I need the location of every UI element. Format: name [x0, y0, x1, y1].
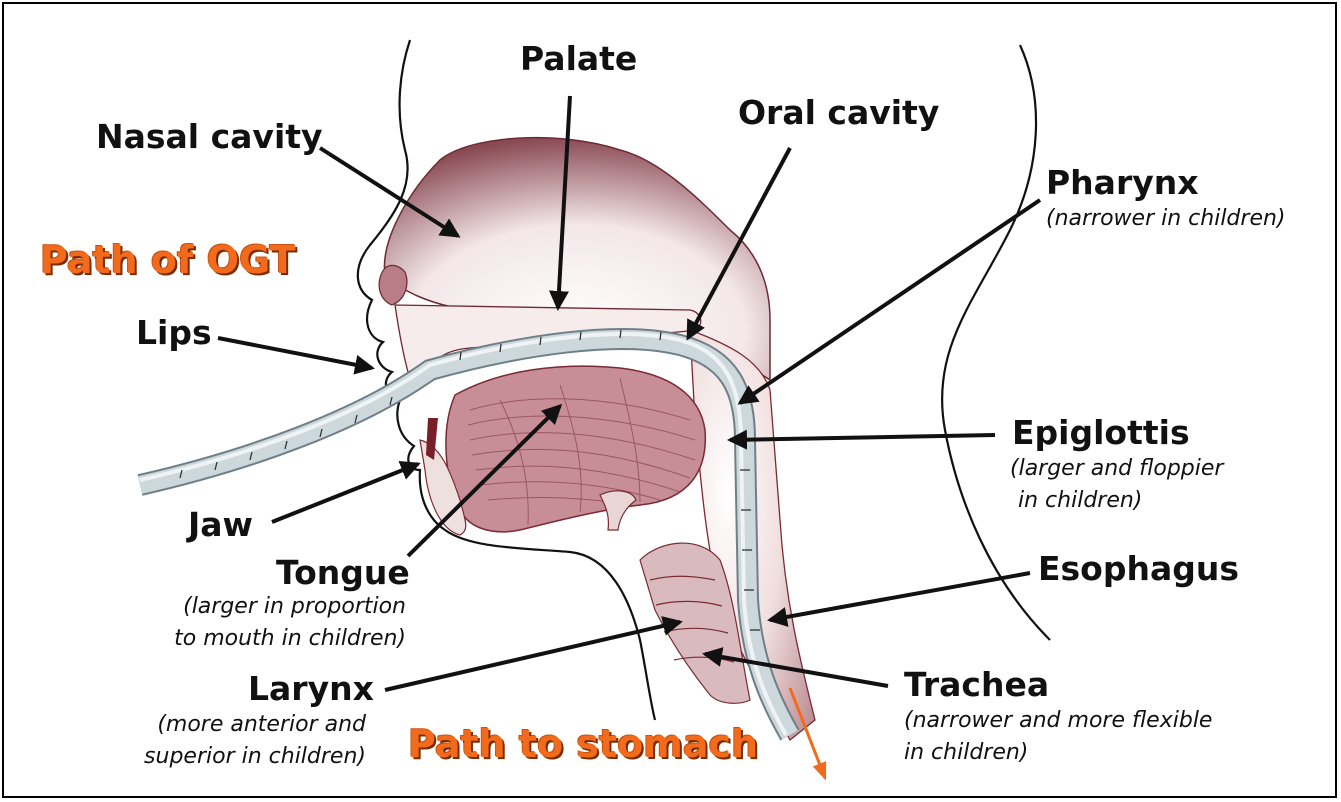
- tongue-muscle: [446, 366, 705, 532]
- tongue-note-line-1: (larger in proportion: [150, 592, 406, 622]
- palate-label: Palate: [520, 40, 637, 78]
- jaw-arrow: [272, 464, 418, 522]
- larynx-note-line-2: superior in children): [120, 742, 366, 772]
- path-to-stomach-label: Path to stomach: [408, 722, 758, 766]
- path-of-ogt-label: Path of OGT: [40, 238, 296, 282]
- jaw-label: Jaw: [188, 506, 253, 544]
- larynx-label: Larynx: [248, 670, 374, 708]
- epiglottis-label: Epiglottis: [1012, 414, 1190, 452]
- pharynx-note: (narrower in children): [1046, 204, 1286, 234]
- pharynx-label: Pharynx: [1046, 164, 1199, 202]
- nostril: [379, 265, 407, 305]
- trachea-note-line-2: in children): [904, 738, 1028, 768]
- tongue-label: Tongue: [276, 554, 410, 592]
- larynx-note-line-1: (more anterior and: [120, 710, 366, 740]
- lips-label: Lips: [136, 314, 212, 352]
- nasal-cavity-label: Nasal cavity: [96, 118, 323, 156]
- oral-cavity-label: Oral cavity: [738, 94, 939, 132]
- pharynx-arrow: [740, 200, 1040, 403]
- tongue-note-line-2: to mouth in children): [150, 624, 406, 654]
- epiglottis-note-line-1: (larger and floppier: [1010, 454, 1223, 484]
- trachea-note-line-1: (narrower and more flexible: [904, 706, 1212, 736]
- epiglottis-note-line-2: in children): [1018, 486, 1142, 516]
- larynx-arrow: [385, 622, 680, 690]
- esophagus-label: Esophagus: [1038, 550, 1239, 588]
- lips-arrow: [218, 338, 372, 368]
- esophagus-arrow: [770, 573, 1030, 620]
- neck-back-outline: [942, 45, 1050, 640]
- trachea-label: Trachea: [904, 666, 1049, 704]
